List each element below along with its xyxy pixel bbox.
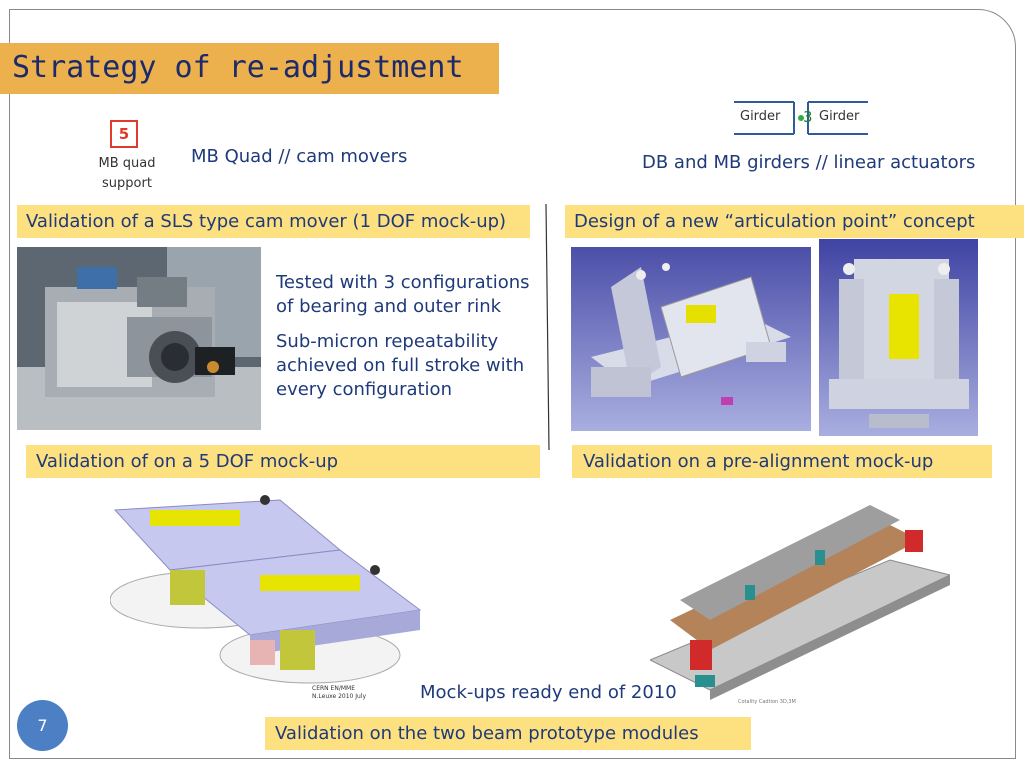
slide-title: Strategy of re-adjustment <box>12 50 464 85</box>
mb-quad-support-icon: 5 MB quad support <box>96 120 158 198</box>
girder-number: 3 <box>803 108 813 126</box>
banner-pre-alignment: Validation on a pre-alignment mock-up <box>572 445 992 478</box>
column-divider <box>545 204 550 450</box>
banner-two-beam: Validation on the two beam prototype mod… <box>265 717 751 750</box>
banner-five-dof: Validation of on a 5 DOF mock-up <box>26 445 540 478</box>
tested-line2: of bearing and outer rink <box>276 296 502 317</box>
banner-sls-cam: Validation of a SLS type cam mover (1 DO… <box>17 205 530 238</box>
page-number-badge: 7 <box>17 700 68 751</box>
tested-line1: Tested with 3 configurations <box>276 272 530 293</box>
catia-stamp: Cotality Cadtion 3D,3M <box>738 699 796 705</box>
numbered-square-icon: 5 <box>110 120 138 148</box>
mockups-ready-note: Mock-ups ready end of 2010 <box>420 682 677 703</box>
five-dof-mockup-render: CERN EN/MME N.Leuxe 2010 July <box>110 490 440 705</box>
girder-outline-icon <box>734 101 868 135</box>
two-beam-module-render: Cotality Cadtion 3D,3M <box>650 490 950 708</box>
banner-articulation: Design of a new “articulation point” con… <box>565 205 1024 238</box>
icon-label-line2: support <box>102 176 152 191</box>
slide-frame <box>9 9 1016 759</box>
repeat-line1: Sub-micron repeatability <box>276 331 499 352</box>
repeat-line2: achieved on full stroke with <box>276 355 525 376</box>
icon-label-line1: MB quad <box>98 156 156 171</box>
girder-left-label: Girder <box>740 109 781 124</box>
cern-stamp-line1: CERN EN/MME <box>312 685 355 692</box>
girder-right-label: Girder <box>819 109 860 124</box>
icon-number: 5 <box>118 125 130 143</box>
articulation-detail-render <box>819 239 978 436</box>
girders-caption: DB and MB girders // linear actuators <box>642 152 976 173</box>
girder-junction-icon: Girder 3 Girder <box>734 101 868 135</box>
articulation-cad-render <box>571 247 811 431</box>
title-bar <box>0 43 499 94</box>
repeat-line3: every configuration <box>276 379 452 400</box>
mb-quad-caption: MB Quad // cam movers <box>191 146 408 167</box>
cern-stamp-line2: N.Leuxe 2010 July <box>312 693 367 700</box>
cam-mover-photo <box>17 247 261 430</box>
